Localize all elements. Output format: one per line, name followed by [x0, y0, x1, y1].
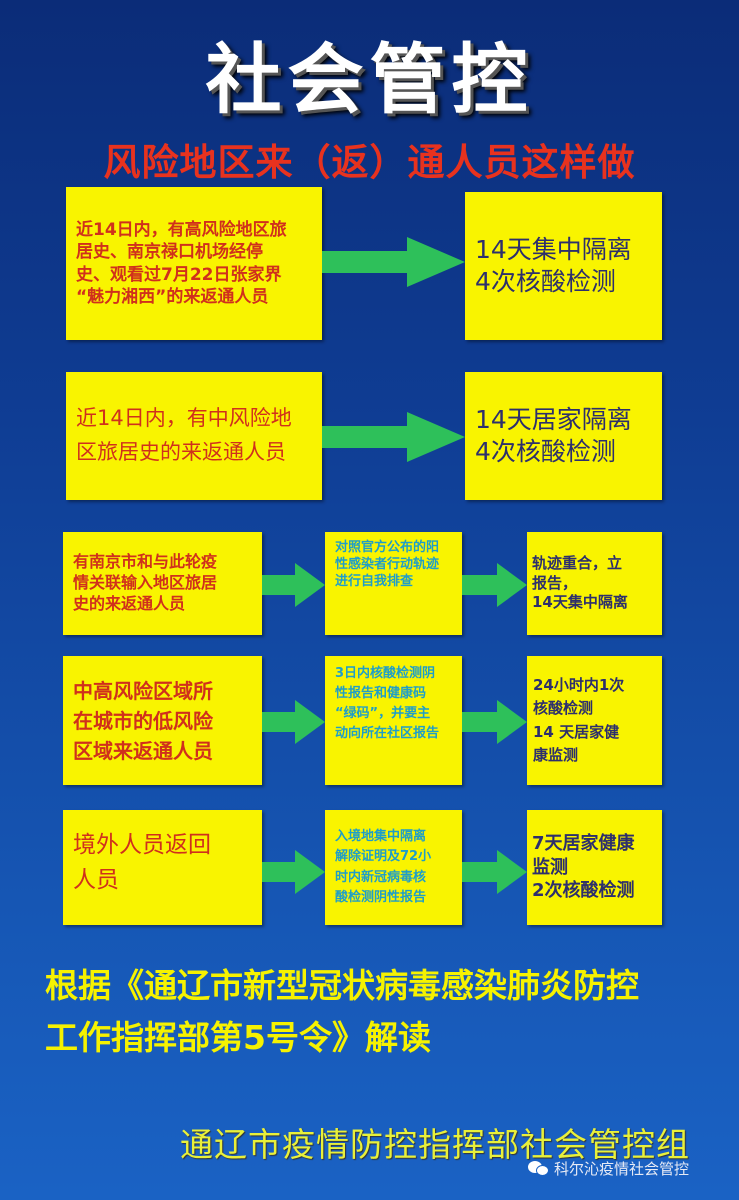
text-line: 史的来返通人员	[73, 593, 186, 613]
text-line: 人员	[73, 866, 119, 893]
arrow-right-icon	[322, 412, 465, 462]
text-line: 有南京市和与此轮疫	[73, 552, 218, 572]
condition-box-nanjing: 有南京市和与此轮疫 情关联输入地区旅居 史的来返通人员	[63, 532, 262, 635]
text-line: 4次核酸检测	[475, 267, 616, 296]
watermark: 科尔沁疫情社会管控	[528, 1158, 689, 1179]
condition-box-medium-risk: 近14日内，有中风险地 区旅居史的来返通人员	[66, 372, 322, 500]
arrow-right-icon	[462, 850, 527, 894]
text-line: 情关联输入地区旅居	[73, 573, 218, 593]
text-line: 报告，	[532, 573, 578, 592]
text-line: 境外人员返回	[73, 832, 211, 858]
text-line: 工作指挥部第5号令》解读	[45, 1018, 431, 1057]
basis-note: 根据《通辽市新型冠状病毒感染肺炎防控 工作指挥部第5号令》解读	[45, 960, 639, 1064]
text-line: 24小时内1次	[533, 676, 625, 694]
text-line: 3日内核酸检测阴	[335, 666, 436, 681]
result-box-home-quarantine: 14天居家隔离 4次核酸检测	[465, 372, 662, 500]
text-line: 2次核酸检测	[532, 880, 635, 902]
result-box-central-quarantine: 14天集中隔离 4次核酸检测	[465, 192, 662, 340]
result-box-overseas: 7天居家健康 监测 2次核酸检测	[527, 810, 662, 925]
text-line: 解除证明及72小	[335, 849, 432, 865]
watermark-text: 科尔沁疫情社会管控	[554, 1160, 690, 1178]
arrow-right-icon	[462, 563, 527, 607]
arrow-right-icon	[262, 700, 325, 744]
wechat-icon	[528, 1160, 550, 1177]
arrow-right-icon	[462, 700, 527, 744]
text-line: 史、观看过7月22日张家界	[76, 264, 282, 285]
result-box-report: 轨迹重合，立 报告， 14天集中隔离	[527, 532, 662, 635]
text-line: 区域来返通人员	[73, 738, 213, 763]
text-line: 14天集中隔离	[475, 234, 632, 264]
text-line: 近14日内，有高风险地区旅	[76, 220, 287, 241]
text-line: 对照官方公布的阳	[335, 540, 440, 555]
text-line: 4次核酸检测	[475, 437, 616, 466]
text-line: 14天集中隔离	[532, 593, 628, 612]
text-line: 时内新冠病毒核	[335, 869, 427, 885]
text-line: 动向所在社区报告	[335, 726, 440, 742]
condition-box-low-risk-area: 中高风险区域所 在城市的低风险 区域来返通人员	[63, 656, 262, 785]
poster-subtitle: 风险地区来（返）通人员这样做	[103, 141, 636, 184]
arrow-right-icon	[322, 237, 465, 287]
text-line: 中高风险区域所	[73, 678, 213, 703]
step-box-green-code: 3日内核酸检测阴 性报告和健康码 “绿码”，并要主 动向所在社区报告	[325, 656, 462, 785]
text-line: “绿码”，并要主	[335, 706, 431, 722]
arrow-right-icon	[262, 850, 325, 894]
text-line: “魅力湘西”的来返通人员	[76, 286, 269, 307]
result-box-health-monitoring: 24小时内1次 核酸检测 14 天居家健 康监测	[527, 656, 662, 785]
text-line: 居史、南京禄口机场经停	[76, 242, 263, 263]
text-line: 区旅居史的来返通人员	[76, 440, 286, 464]
text-line: 入境地集中隔离	[335, 829, 427, 845]
arrow-right-icon	[262, 563, 325, 607]
text-line: 性感染者行动轨迹	[335, 556, 440, 572]
step-box-self-check: 对照官方公布的阳 性感染者行动轨迹 进行自我排查	[325, 532, 462, 635]
text-line: 监测	[532, 856, 568, 878]
poster-title: 社会管控	[205, 35, 534, 124]
text-line: 14天居家隔离	[475, 404, 632, 434]
issuer-footer: 通辽市疫情防控指挥部社会管控组	[180, 1125, 690, 1164]
text-line: 轨迹重合，立	[532, 554, 623, 573]
text-line: 酸检测阴性报告	[335, 889, 427, 905]
text-line: 性报告和健康码	[335, 686, 427, 702]
text-line: 进行自我排查	[335, 573, 414, 589]
text-line: 核酸检测	[533, 699, 594, 718]
text-line: 在城市的低风险	[73, 708, 213, 733]
step-box-entry-certificate: 入境地集中隔离 解除证明及72小 时内新冠病毒核 酸检测阴性报告	[325, 810, 462, 925]
text-line: 康监测	[533, 745, 579, 764]
condition-box-overseas: 境外人员返回 人员	[63, 810, 262, 925]
condition-box-high-risk: 近14日内，有高风险地区旅 居史、南京禄口机场经停 史、观看过7月22日张家界 …	[66, 187, 322, 340]
text-line: 根据《通辽市新型冠状病毒感染肺炎防控	[45, 966, 639, 1005]
text-line: 14 天居家健	[533, 722, 620, 741]
text-line: 近14日内，有中风险地	[76, 406, 292, 431]
text-line: 7天居家健康	[532, 833, 635, 855]
